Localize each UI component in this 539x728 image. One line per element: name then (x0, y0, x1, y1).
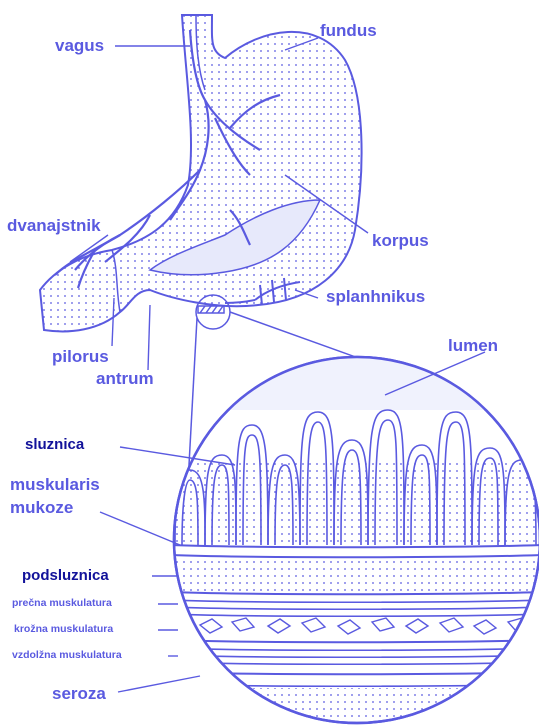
vzdolzna-muskulatura-label: vzdolžna muskulatura (12, 650, 122, 661)
antrum-label: antrum (96, 370, 154, 387)
podsluznica-label: podsluznica (22, 568, 109, 583)
magnified-section (170, 350, 539, 723)
stomach-outline (40, 15, 362, 331)
muskularis-label-line1: muskularis (10, 476, 100, 493)
seroza-label: seroza (52, 685, 106, 702)
splanhnikus-label: splanhnikus (326, 288, 425, 305)
lumen-label: lumen (448, 337, 498, 354)
krozna-muskulatura-label: krožna muskulatura (14, 624, 113, 635)
sluznica-label: sluznica (25, 437, 84, 452)
pilorus-label: pilorus (52, 348, 109, 365)
vagus-label: vagus (55, 37, 104, 54)
dvanajstnik-label: dvanajstnik (7, 217, 101, 234)
villi-cells (175, 460, 539, 545)
fundus-label: fundus (320, 22, 377, 39)
precna-muskulatura-label: prečna muskulatura (12, 598, 112, 609)
muskularis-label-line2: mukoze (10, 499, 73, 516)
korpus-label: korpus (372, 232, 429, 249)
